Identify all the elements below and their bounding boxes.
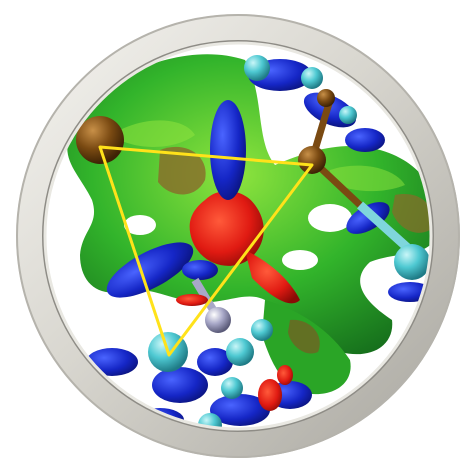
molecule-scene bbox=[46, 44, 430, 428]
red-lobe-lower bbox=[277, 365, 293, 385]
ring-bevel bbox=[43, 41, 433, 431]
brown-atom bbox=[317, 89, 335, 107]
surface-hole bbox=[282, 250, 318, 270]
ring-outer-edge bbox=[16, 14, 460, 458]
blue-lobe-small bbox=[182, 260, 218, 280]
brown-atom bbox=[298, 146, 326, 174]
red-lobe-center bbox=[189, 190, 264, 266]
brown-patch bbox=[158, 146, 206, 195]
blue-lobe-lower bbox=[210, 394, 270, 426]
cyan-atom bbox=[339, 106, 357, 124]
yellow-triangle bbox=[98, 145, 314, 357]
cyan-atom bbox=[301, 67, 323, 89]
cyan-atom bbox=[394, 244, 430, 280]
gray-atom bbox=[205, 307, 231, 333]
cyan-atom bbox=[251, 319, 273, 341]
brown-patch-right bbox=[392, 194, 430, 233]
red-lobe-lower bbox=[258, 379, 282, 411]
blue-lobe-left bbox=[106, 242, 194, 298]
blue-lobe-top bbox=[345, 128, 385, 152]
blue-lobe-vertical bbox=[210, 100, 246, 200]
cyan-atom bbox=[244, 55, 270, 81]
red-lobe-small bbox=[176, 294, 208, 306]
red-lobe-arm bbox=[245, 250, 300, 304]
blue-lobe-lower bbox=[197, 348, 233, 376]
cyan-atom bbox=[226, 338, 254, 366]
cyan-atom bbox=[221, 377, 243, 399]
surface-hole bbox=[124, 215, 156, 235]
surface-hole bbox=[308, 204, 352, 232]
brown-patch-lower bbox=[288, 319, 320, 354]
cyan-atom bbox=[198, 413, 222, 428]
green-highlight bbox=[120, 120, 195, 147]
bond bbox=[356, 201, 414, 254]
blue-lobe-lower bbox=[152, 367, 208, 403]
brown-atom bbox=[76, 116, 124, 164]
green-highlight-right bbox=[330, 165, 405, 192]
